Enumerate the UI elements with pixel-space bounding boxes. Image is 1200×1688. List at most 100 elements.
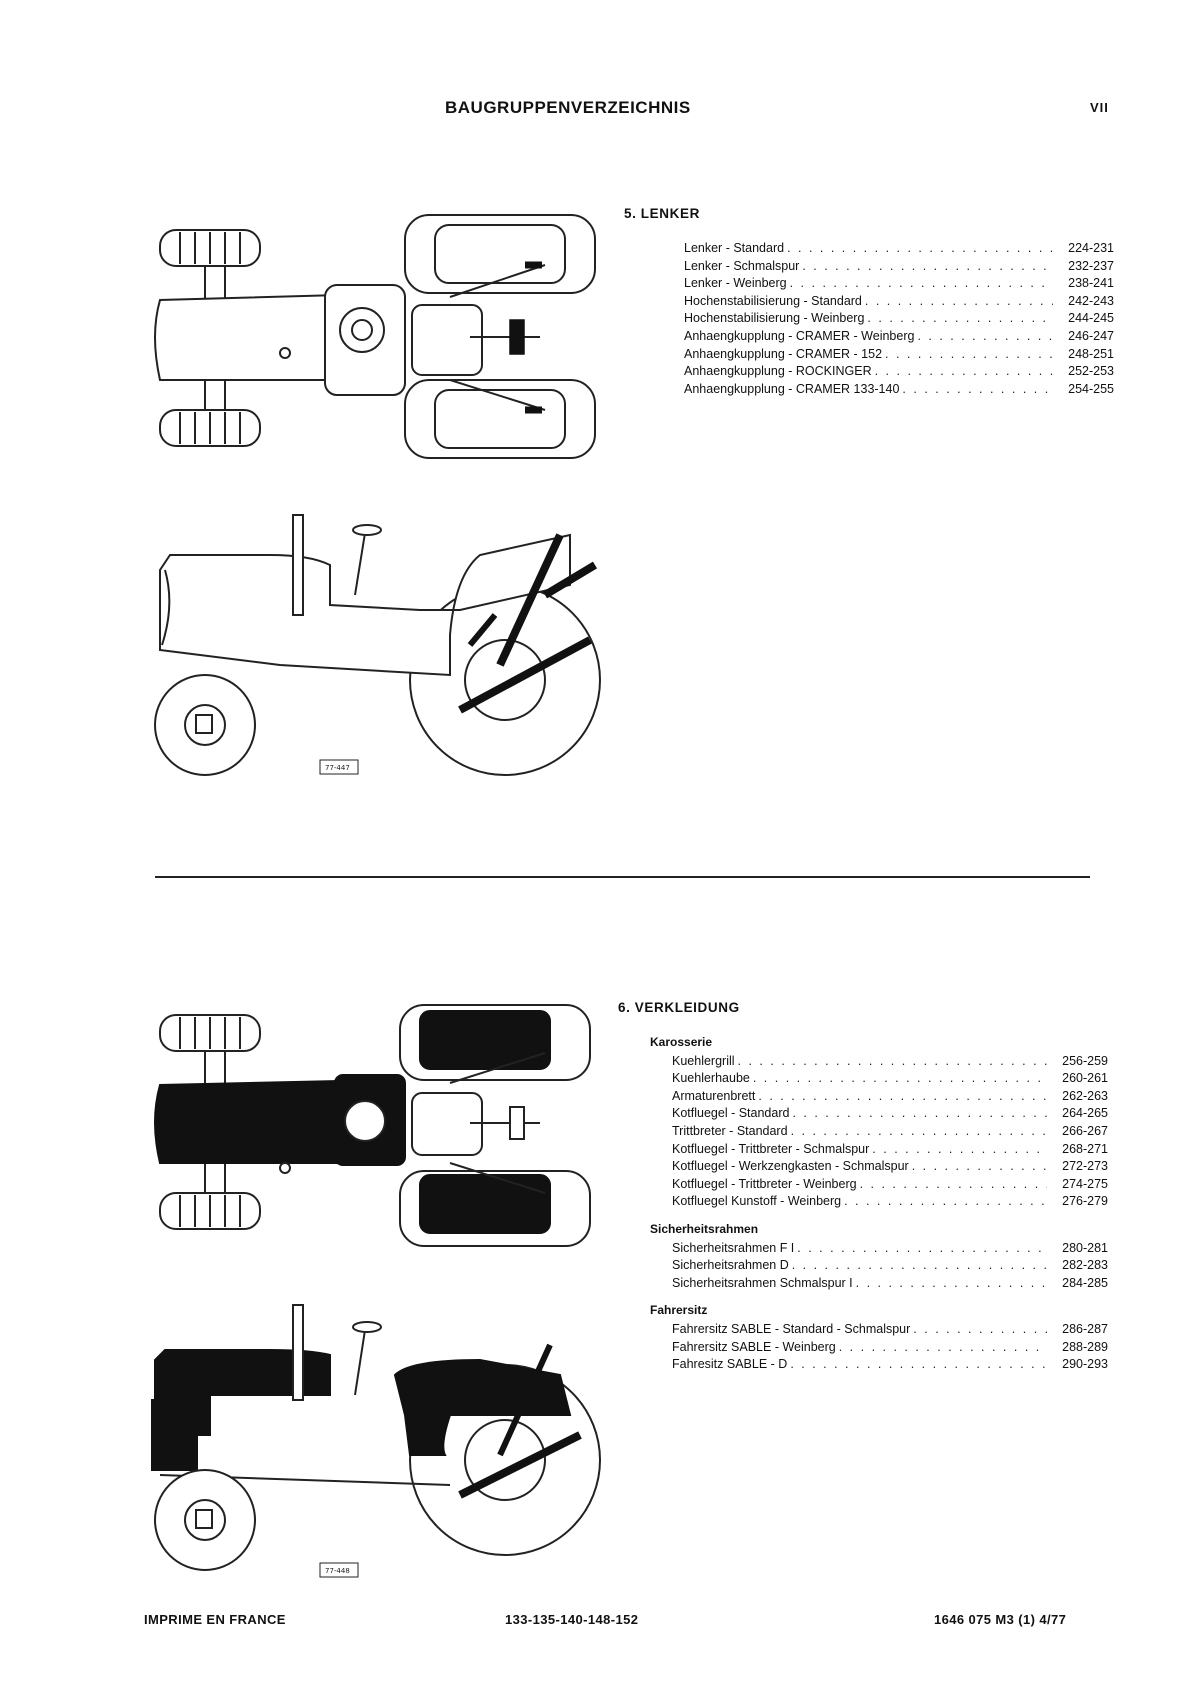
tractor-side-view-bodywork-illustration: 77-448	[151, 1304, 601, 1578]
dot-leader	[758, 1088, 1047, 1106]
dot-leader	[791, 1123, 1047, 1141]
index-row: Lenker - Weinberg 238-241	[684, 275, 1114, 293]
index-entry-pages: 238-241	[1068, 276, 1114, 291]
index-entry-label: Kotfluegel - Trittbreter - Weinberg	[672, 1176, 857, 1191]
index-entry-label: Fahresitz SABLE - D	[672, 1357, 788, 1372]
dot-leader	[856, 1275, 1047, 1293]
section-divider	[155, 876, 1090, 878]
index-entry-pages: 248-251	[1068, 346, 1114, 361]
index-row: Kotfluegel - Trittbreter - Schmalspur 268…	[672, 1141, 1108, 1159]
dot-leader	[902, 381, 1053, 399]
index-row: Anhaengkupplung - CRAMER - 152 248-251	[684, 346, 1114, 364]
index-entry-label: Fahrersitz SABLE - Weinberg	[672, 1339, 836, 1354]
index-entry-label: Kotfluegel - Werkzengkasten - Schmalspur	[672, 1159, 909, 1174]
dot-leader	[885, 346, 1053, 364]
index-entry-pages: 224-231	[1068, 241, 1114, 255]
index-entry-label: Anhaengkupplung - CRAMER - Weinberg	[684, 328, 915, 343]
dot-leader	[792, 1105, 1047, 1123]
dot-leader	[753, 1070, 1047, 1088]
index-entry-label: Sicherheitsrahmen D	[672, 1258, 789, 1273]
index-row: Kotfluegel - Werkzengkasten - Schmalspur…	[672, 1158, 1108, 1176]
footer-models: 133-135-140-148-152	[505, 1612, 639, 1627]
dot-leader	[875, 363, 1053, 381]
index-entry-label: Kuehlerhaube	[672, 1071, 750, 1086]
index-row: Sicherheitsrahmen Schmalspur I284-285	[672, 1275, 1108, 1293]
index-entry-pages: 256-259	[1062, 1053, 1108, 1068]
index-entry-label: Lenker - Schmalspur	[684, 258, 800, 273]
dot-leader	[790, 1356, 1047, 1374]
dot-leader	[790, 275, 1053, 293]
dot-leader	[787, 240, 1053, 258]
index-entry-pages: 244-245	[1068, 311, 1114, 326]
index-entry-pages: 268-271	[1062, 1141, 1108, 1156]
index-entry-pages: 288-289	[1062, 1339, 1108, 1354]
index-entry-label: Lenker - Standard	[684, 241, 785, 255]
dot-leader	[792, 1257, 1047, 1275]
page-title: BAUGRUPPENVERZEICHNIS	[445, 98, 691, 117]
index-entry-label: Armaturenbrett	[672, 1088, 756, 1103]
index-row: Sicherheitsrahmen F I280-281	[672, 1240, 1108, 1258]
tractor-top-view-bodywork-illustration	[154, 1004, 591, 1247]
index-entry-pages: 246-247	[1068, 328, 1114, 343]
index-entry-label: Sicherheitsrahmen F I	[672, 1240, 795, 1255]
index-entry-pages: 264-265	[1062, 1106, 1108, 1121]
index-row: Kuehlergrill 256-259	[672, 1053, 1108, 1071]
dot-leader	[913, 1321, 1047, 1339]
index-entry-label: Lenker - Weinberg	[684, 276, 787, 291]
index-row: Anhaengkupplung - CRAMER 133-140254-255	[684, 381, 1114, 399]
index-row: Kotfluegel Kunstoff - Weinberg 276-279	[672, 1193, 1108, 1211]
index-row: Lenker - Standard 224-231	[684, 240, 1114, 258]
figure-ref-6: 77-448	[325, 1567, 350, 1575]
dot-leader	[738, 1053, 1047, 1071]
group-heading: Karosserie	[650, 1035, 713, 1049]
index-entry-pages: 272-273	[1062, 1159, 1108, 1174]
index-entry-pages: 286-287	[1062, 1321, 1108, 1336]
index-entry-pages: 266-267	[1062, 1123, 1108, 1138]
dot-leader	[867, 310, 1053, 328]
index-row: Trittbreter - Standard 266-267	[672, 1123, 1108, 1141]
index-row: Anhaengkupplung - ROCKINGER 252-253	[684, 363, 1114, 381]
index-entry-pages: 232-237	[1068, 258, 1114, 273]
index-entry-pages: 282-283	[1062, 1258, 1108, 1273]
index-entry-label: Anhaengkupplung - CRAMER - 152	[684, 346, 883, 361]
index-entry-pages: 254-255	[1068, 381, 1114, 396]
index-entry-label: Kotfluegel - Trittbreter - Schmalspur	[672, 1141, 870, 1156]
index-entry-pages: 260-261	[1062, 1071, 1108, 1086]
tractor-side-view-illustration: 77-447	[154, 514, 601, 776]
index-entry-pages: 290-293	[1062, 1357, 1108, 1372]
section-6-title: 6. VERKLEIDUNG	[618, 1000, 740, 1015]
footer-printed-in: IMPRIME EN FRANCE	[144, 1612, 286, 1627]
dot-leader	[797, 1240, 1047, 1258]
index-row: Kotfluegel - Trittbreter - Weinberg 274-2…	[672, 1176, 1108, 1194]
dot-leader	[839, 1339, 1047, 1357]
index-entry-pages: 262-263	[1062, 1088, 1108, 1103]
group-heading: Sicherheitsrahmen	[650, 1221, 759, 1236]
group-heading: Fahrersitz	[650, 1303, 708, 1318]
index-entry-pages: 242-243	[1068, 293, 1114, 308]
index-row: Hochenstabilisierung - Weinberg244-245	[684, 310, 1114, 328]
index-entry-label: Kotfluegel Kunstoff - Weinberg	[672, 1194, 842, 1209]
dot-leader	[872, 1141, 1047, 1159]
dot-leader	[912, 1158, 1047, 1176]
index-entry-label: Kuehlergrill	[672, 1053, 735, 1068]
group-items: Sicherheitsrahmen F I280-281Sicherheitsr…	[650, 1240, 1108, 1293]
index-entry-pages: 274-275	[1062, 1176, 1108, 1191]
footer-reference: 1646 075 M3 (1) 4/77	[934, 1612, 1067, 1627]
index-entry-label: Trittbreter - Standard	[672, 1123, 788, 1138]
dot-leader	[917, 328, 1053, 346]
index-row: Kotfluegel - Standard 264-265	[672, 1105, 1108, 1123]
index-row: Fahrersitz SABLE - Standard - Schmalspur…	[672, 1321, 1108, 1339]
index-entry-label: Sicherheitsrahmen Schmalspur I	[672, 1275, 853, 1290]
index-entry-label: Kotfluegel - Standard	[672, 1106, 790, 1121]
dot-leader	[860, 1176, 1047, 1194]
figure-ref-5: 77-447	[325, 764, 350, 772]
index-entry-pages: 252-253	[1068, 364, 1114, 379]
section-5-title: 5. LENKER	[624, 206, 700, 221]
index-entry-pages: 276-279	[1062, 1194, 1108, 1209]
index-entry-label: Anhaengkupplung - ROCKINGER	[684, 364, 872, 379]
index-entry-label: Hochenstabilisierung - Standard	[684, 293, 862, 308]
index-row: Hochenstabilisierung - Standard 242-243	[684, 293, 1114, 311]
index-row: Fahrersitz SABLE - Weinberg 288-289	[672, 1339, 1108, 1357]
index-row: Sicherheitsrahmen D 282-283	[672, 1257, 1108, 1275]
